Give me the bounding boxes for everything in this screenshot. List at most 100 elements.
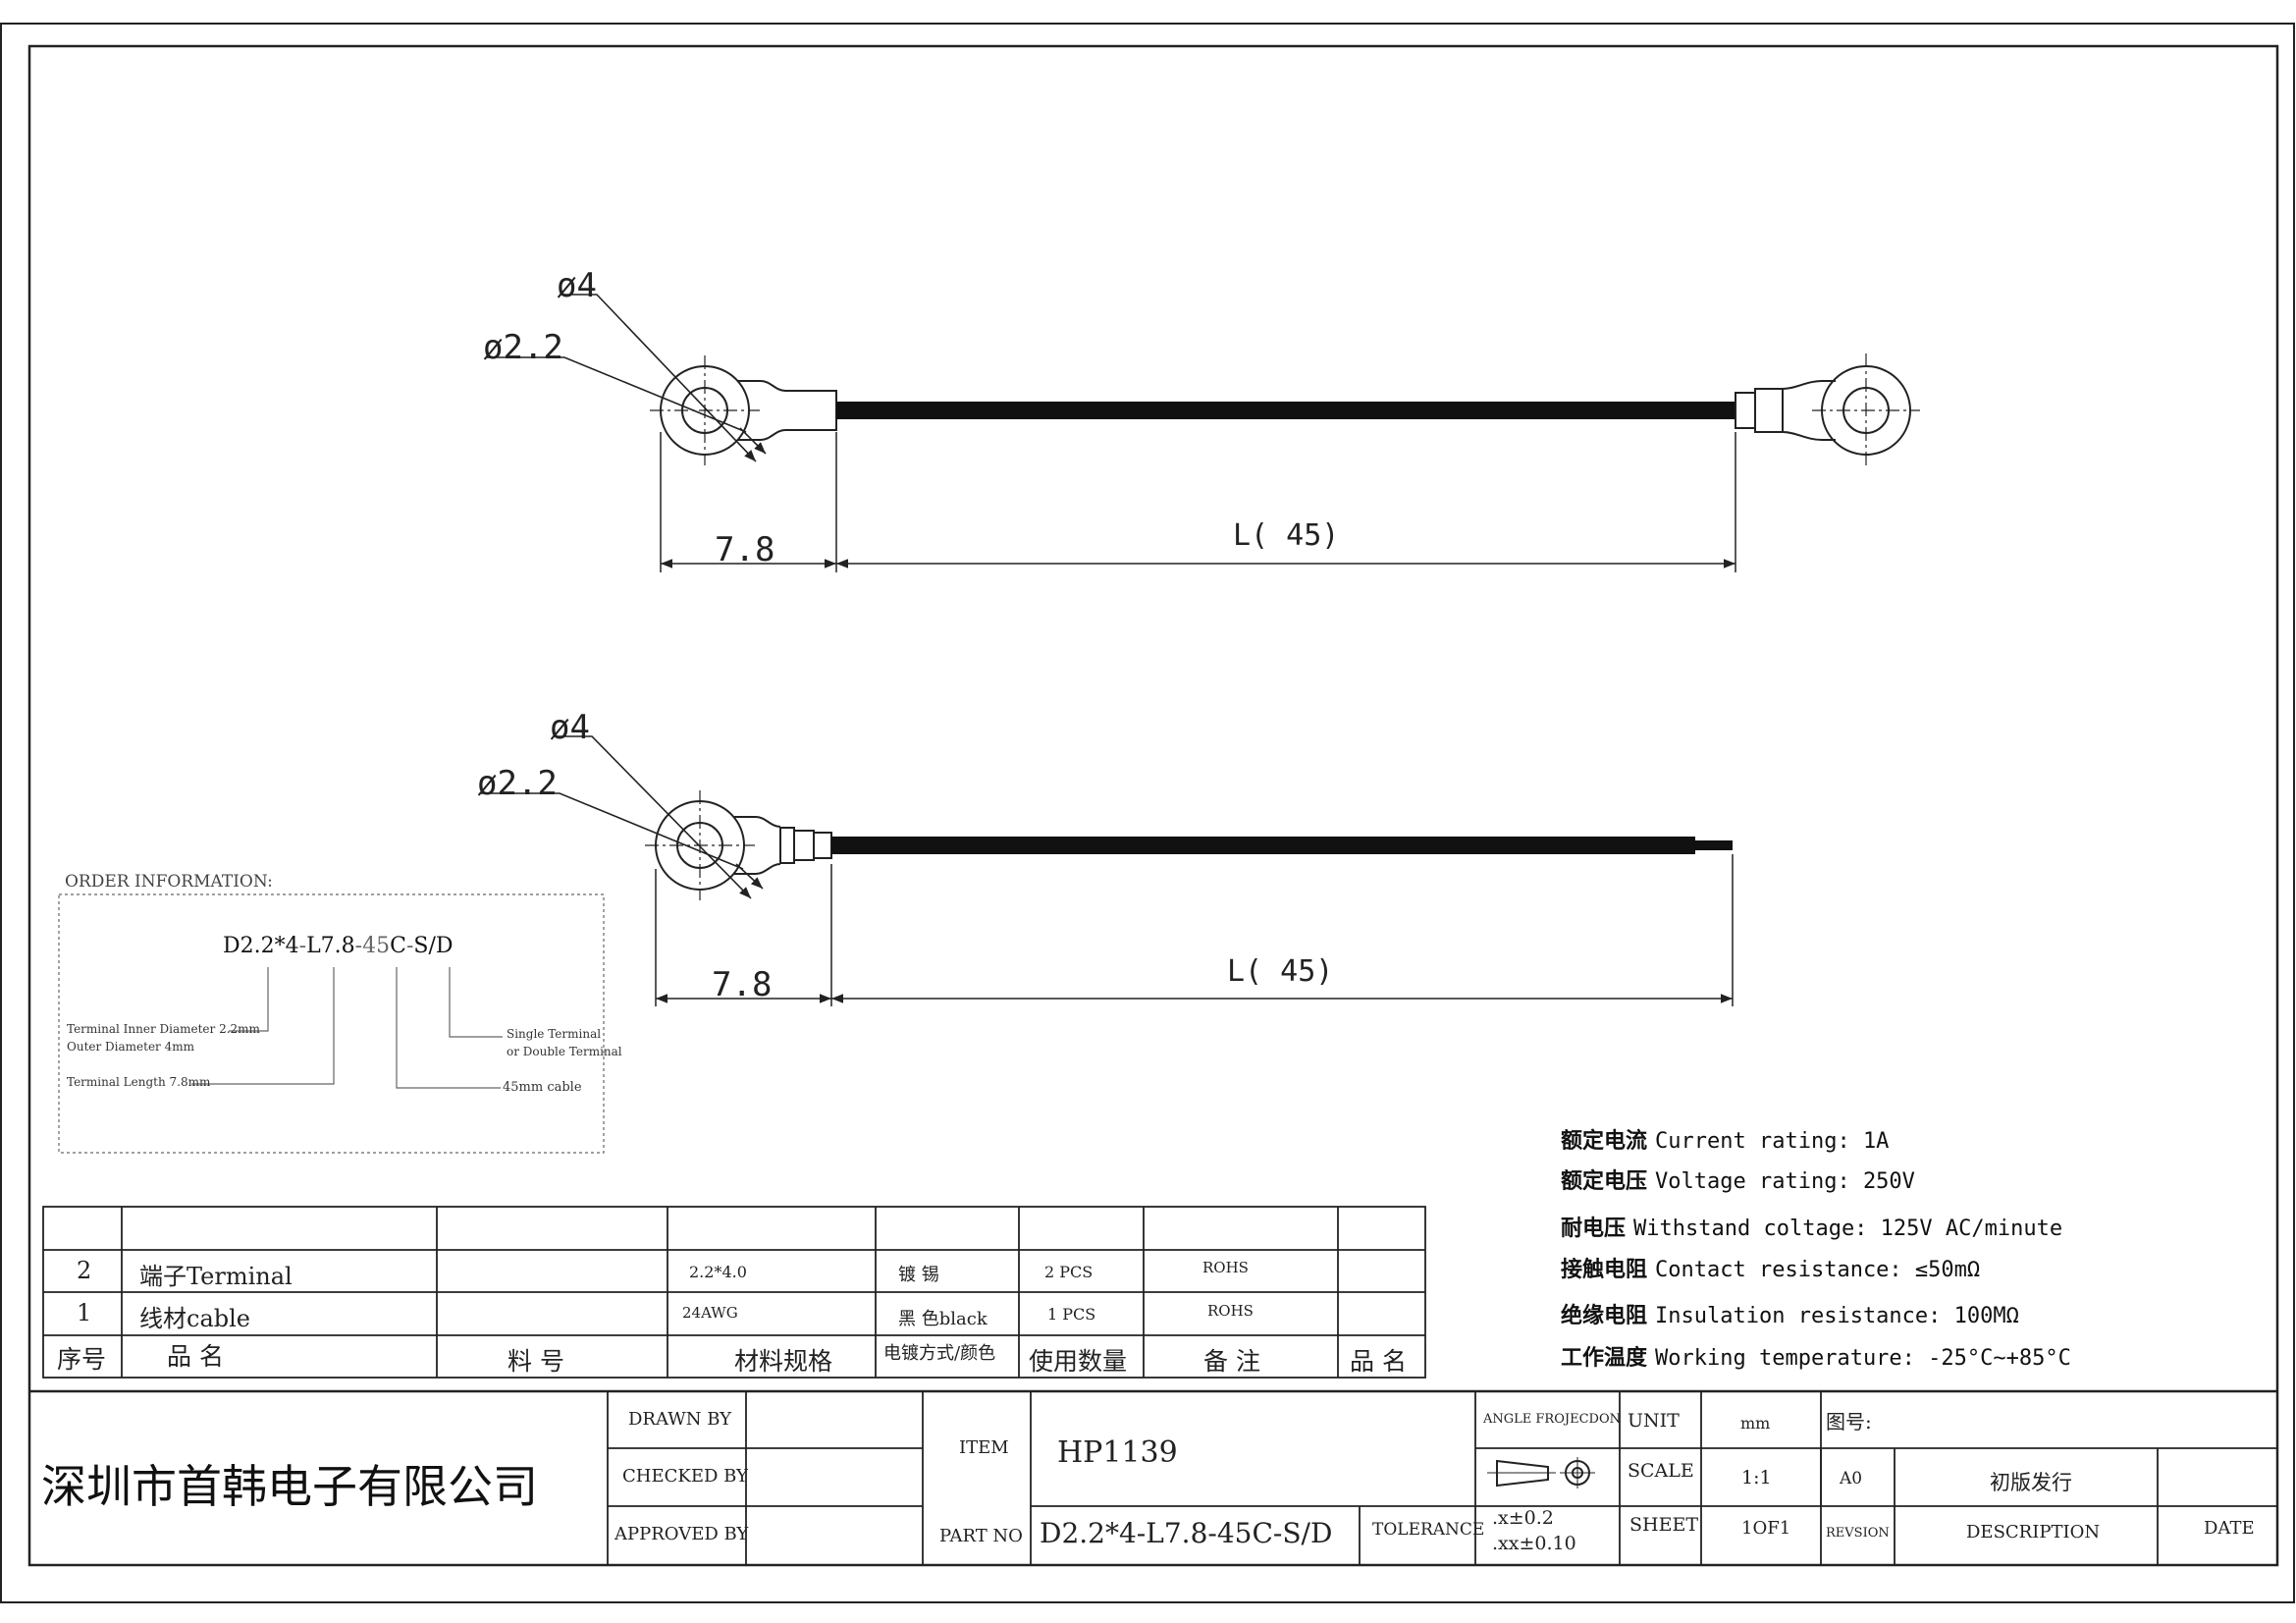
spec-voltage-rating-cn: 额定电压 bbox=[1561, 1169, 1648, 1194]
top-inner-diameter-label: ø2.2 bbox=[483, 328, 563, 367]
order-code-dash-2: - bbox=[354, 934, 363, 958]
spec-insulation-resistance-en: Insulation resistance: 100MΩ bbox=[1655, 1304, 2019, 1328]
item-value: HP1139 bbox=[1057, 1435, 1178, 1470]
drawn-by-label: DRAWN BY bbox=[628, 1409, 732, 1430]
top-terminal-length-label: 7.8 bbox=[715, 530, 775, 569]
bom-row-note: ROHS bbox=[1207, 1302, 1254, 1320]
bom-header-plating: 电镀方式/颜色 bbox=[883, 1343, 996, 1364]
bom-header-spec: 材料规格 bbox=[734, 1347, 833, 1376]
bottom-inner-diameter-label: ø2.2 bbox=[477, 764, 558, 803]
spec-current-rating: 额定电流 Current rating: 1A bbox=[1561, 1123, 1889, 1155]
order-code-part-1: D2.2*4 bbox=[223, 934, 299, 958]
order-label-diameter-1: Terminal Inner Diameter 2.2mm bbox=[67, 1022, 260, 1036]
sheet-value: 1OF1 bbox=[1741, 1518, 1791, 1539]
order-info-box bbox=[58, 893, 605, 1154]
bom-row-plating: 黑 色black bbox=[898, 1309, 988, 1329]
bom-row-plating: 镀 锡 bbox=[898, 1265, 939, 1285]
bom-header-name: 品 名 bbox=[167, 1342, 224, 1371]
top-cable-length-label: L( 45) bbox=[1233, 518, 1340, 553]
projection-symbol-icon bbox=[1487, 1457, 1595, 1488]
spec-insulation-resistance: 绝缘电阻 Insulation resistance: 100MΩ bbox=[1561, 1298, 2019, 1329]
spec-insulation-resistance-cn: 绝缘电阻 bbox=[1561, 1304, 1648, 1328]
spec-voltage-rating: 额定电压 Voltage rating: 250V bbox=[1561, 1163, 1915, 1195]
order-code-part-2: L7.8 bbox=[306, 934, 355, 958]
angle-projection-label: ANGLE FROJECDON bbox=[1483, 1412, 1621, 1427]
spec-withstand-voltage-cn: 耐电压 bbox=[1561, 1217, 1627, 1241]
sheet-label: SHEET bbox=[1629, 1514, 1698, 1536]
bom-row-no: 2 bbox=[77, 1257, 92, 1284]
order-code-part-3: 45 bbox=[362, 934, 391, 958]
tolerance-label: TOLERANCE bbox=[1372, 1520, 1485, 1540]
bottom-barrel bbox=[734, 816, 781, 875]
spec-current-rating-cn: 额定电流 bbox=[1561, 1129, 1648, 1154]
spec-contact-resistance-en: Contact resistance: ≤50mΩ bbox=[1655, 1258, 1981, 1282]
order-label-cable: 45mm cable bbox=[503, 1080, 582, 1095]
spec-working-temperature: 工作温度 Working temperature: -25°C~+85°C bbox=[1561, 1340, 2071, 1372]
tolerance-2: .xx±0.10 bbox=[1492, 1533, 1576, 1554]
bom-row-qty: 2 PCS bbox=[1044, 1263, 1094, 1281]
date-label: DATE bbox=[2204, 1518, 2255, 1539]
bom-row-spec: 2.2*4.0 bbox=[689, 1263, 747, 1281]
revision-label: REVSION bbox=[1826, 1526, 1890, 1541]
bom-table-grid bbox=[42, 1206, 1426, 1379]
bom-header-no: 序号 bbox=[57, 1345, 107, 1374]
bom-row-spec: 24AWG bbox=[682, 1304, 738, 1322]
top-right-crimp-2 bbox=[1754, 388, 1784, 433]
bottom-terminal-length-label: 7.8 bbox=[712, 965, 773, 1004]
order-label-length: Terminal Length 7.8mm bbox=[67, 1075, 211, 1089]
order-label-terminal-2: or Double Terminal bbox=[507, 1045, 622, 1058]
drawing-no-label: 图号: bbox=[1826, 1410, 1872, 1434]
spec-contact-resistance-cn: 接触电阻 bbox=[1561, 1258, 1648, 1282]
top-right-crimp-1 bbox=[1735, 392, 1756, 429]
description-label: DESCRIPTION bbox=[1966, 1522, 2101, 1542]
bom-row-name: 端子Terminal bbox=[139, 1263, 293, 1290]
bottom-cable bbox=[831, 837, 1695, 854]
top-assembly bbox=[486, 294, 1920, 572]
top-cable bbox=[836, 402, 1735, 419]
bom-header-qty: 使用数量 bbox=[1029, 1347, 1128, 1376]
order-label-terminal-1: Single Terminal bbox=[507, 1027, 602, 1041]
bom-header-extra: 品 名 bbox=[1350, 1347, 1407, 1376]
top-outer-diameter-label: ø4 bbox=[557, 266, 597, 305]
bottom-cable-length-label: L( 45) bbox=[1227, 954, 1334, 989]
spec-working-temperature-en: Working temperature: -25°C~+85°C bbox=[1655, 1346, 2071, 1371]
bottom-stripped-end bbox=[1695, 840, 1733, 850]
revision-description-value: 初版发行 bbox=[1990, 1471, 2072, 1494]
order-code: D2.2*4-L7.8-45C-S/D bbox=[223, 934, 454, 958]
spec-working-temperature-cn: 工作温度 bbox=[1561, 1346, 1648, 1371]
title-block-grid bbox=[29, 1389, 2277, 1565]
spec-current-rating-en: Current rating: 1A bbox=[1655, 1129, 1890, 1154]
tolerance-1: .x±0.2 bbox=[1492, 1507, 1554, 1529]
checked-by-label: CHECKED BY bbox=[622, 1466, 748, 1487]
scale-label: SCALE bbox=[1628, 1460, 1694, 1482]
bom-row-qty: 1 PCS bbox=[1047, 1305, 1096, 1324]
company-name: 深圳市首韩电子有限公司 bbox=[41, 1460, 538, 1513]
bom-row-name: 线材cable bbox=[139, 1305, 250, 1332]
top-right-barrel bbox=[1782, 380, 1836, 441]
spec-contact-resistance: 接触电阻 Contact resistance: ≤50mΩ bbox=[1561, 1252, 1980, 1283]
revision-value: A0 bbox=[1840, 1469, 1863, 1488]
bottom-crimp bbox=[793, 830, 815, 861]
order-code-part-4: C bbox=[390, 934, 406, 958]
bom-row-no: 1 bbox=[77, 1299, 92, 1326]
order-label-diameter-2: Outer Diameter 4mm bbox=[67, 1040, 195, 1054]
spec-withstand-voltage-en: Withstand coltage: 125V AC/minute bbox=[1633, 1217, 2063, 1241]
bom-header-part: 料 号 bbox=[507, 1347, 564, 1376]
order-code-part-5: S/D bbox=[413, 934, 454, 958]
approved-by-label: APPROVED BY bbox=[614, 1524, 749, 1544]
outer-border bbox=[0, 23, 2295, 1603]
order-code-dash-1: - bbox=[298, 934, 307, 958]
spec-voltage-rating-en: Voltage rating: 250V bbox=[1655, 1169, 1915, 1194]
bom-row-note: ROHS bbox=[1202, 1259, 1249, 1276]
bom-header-note: 备 注 bbox=[1203, 1347, 1260, 1376]
scale-value: 1:1 bbox=[1741, 1467, 1772, 1488]
bottom-assembly bbox=[481, 735, 1734, 1006]
part-no-label: PART NO bbox=[939, 1526, 1023, 1546]
inner-border bbox=[27, 44, 2279, 1567]
bottom-outer-diameter-label: ø4 bbox=[550, 708, 590, 747]
item-label: ITEM bbox=[959, 1437, 1009, 1458]
order-code-dash-3: - bbox=[405, 934, 414, 958]
